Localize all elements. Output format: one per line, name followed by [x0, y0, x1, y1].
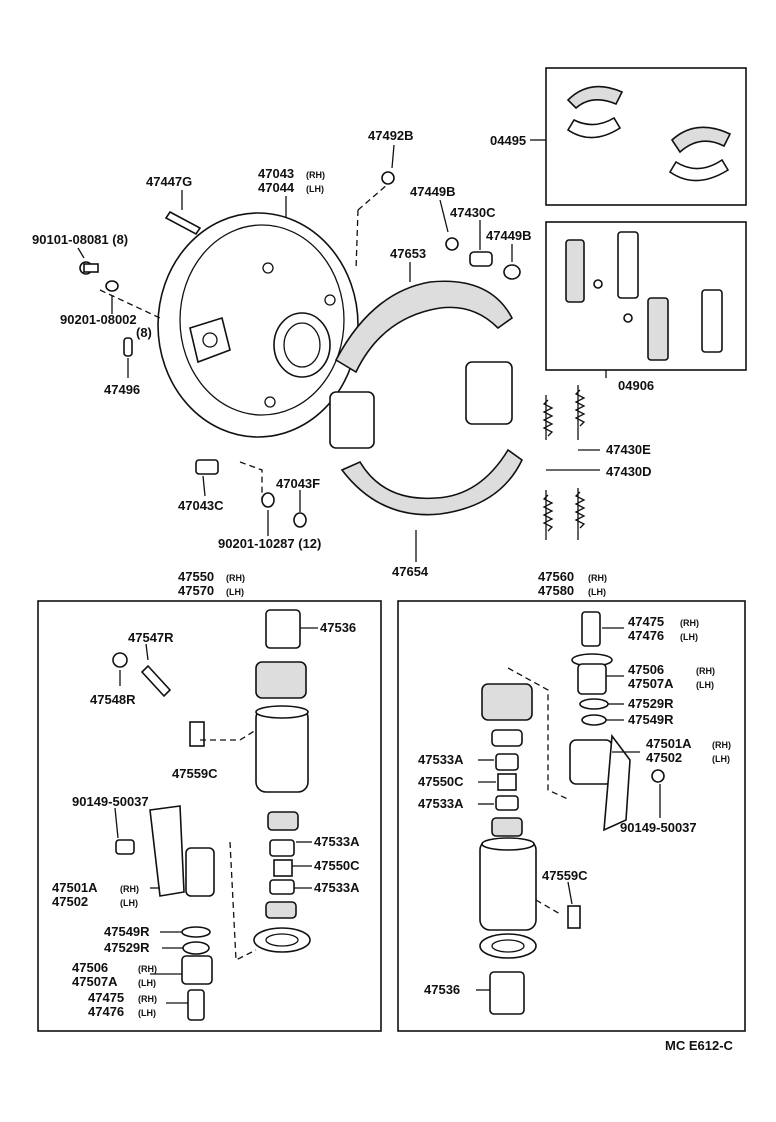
left-label-90149: 90149-50037 — [72, 794, 149, 809]
left-label-47548R: 47548R — [90, 692, 136, 707]
right-kit-header-1: 47560 — [538, 569, 574, 584]
label-04495: 04495 — [490, 133, 526, 148]
label-47043: 47043 — [258, 166, 294, 181]
label-47430D: 47430D — [606, 464, 652, 479]
left-kit — [37, 600, 382, 1032]
left-label-47476-tag: (LH) — [138, 1008, 156, 1018]
backing-plate — [157, 212, 359, 438]
upper-brake-shoe — [334, 280, 514, 374]
label-47653: 47653 — [390, 246, 426, 261]
top-leader-lines — [77, 144, 607, 562]
label-47044: 47044 — [258, 180, 295, 195]
left-label-47506-tag: (RH) — [138, 964, 157, 974]
right-label-47529R: 47529R — [628, 696, 674, 711]
label-47449B-a: 47449B — [410, 184, 456, 199]
left-label-47550C: 47550C — [314, 858, 360, 873]
left-label-47507A-tag: (LH) — [138, 978, 156, 988]
right-label-47476-tag: (LH) — [680, 632, 698, 642]
label-47496: 47496 — [104, 382, 140, 397]
left-label-47507A: 47507A — [72, 974, 118, 989]
right-kit-header-2-tag: (LH) — [588, 587, 606, 597]
label-04906: 04906 — [618, 378, 654, 393]
label-47043-tag: (RH) — [306, 170, 325, 180]
label-47043C: 47043C — [178, 498, 224, 513]
left-label-47536: 47536 — [320, 620, 356, 635]
label-47430C: 47430C — [450, 205, 496, 220]
left-kit-header-2: 47570 — [178, 583, 214, 598]
left-label-47533A-b: 47533A — [314, 880, 360, 895]
label-47492B: 47492B — [368, 128, 414, 143]
right-label-90149: 90149-50037 — [620, 820, 697, 835]
label-90201-b: 90201-10287 (12) — [218, 536, 321, 551]
lower-brake-shoe — [340, 448, 524, 516]
left-kit-header-1-tag: (RH) — [226, 573, 245, 583]
return-springs — [542, 385, 600, 540]
wheel-cylinder-left — [329, 391, 375, 449]
right-label-47475-tag: (RH) — [680, 618, 699, 628]
left-label-47501A: 47501A — [52, 880, 98, 895]
right-label-47533A-a: 47533A — [418, 752, 464, 767]
hardware-kit-box — [545, 221, 747, 371]
right-label-47475: 47475 — [628, 614, 664, 629]
left-label-47502: 47502 — [52, 894, 88, 909]
label-90201-a: 90201-08002 — [60, 312, 137, 327]
label-90201-a-qty: (8) — [136, 325, 152, 340]
right-label-47507A: 47507A — [628, 676, 674, 691]
top-small-hardware — [79, 171, 521, 528]
right-kit — [397, 600, 746, 1032]
left-label-47475: 47475 — [88, 990, 124, 1005]
right-label-47502: 47502 — [646, 750, 682, 765]
left-kit-header-1: 47550 — [178, 569, 214, 584]
right-label-47536: 47536 — [424, 982, 460, 997]
left-label-47475-tag: (RH) — [138, 994, 157, 1004]
left-label-47549R: 47549R — [104, 924, 150, 939]
left-label-47476: 47476 — [88, 1004, 124, 1019]
label-90101: 90101-08081 (8) — [32, 232, 128, 247]
left-label-47501A-tag: (RH) — [120, 884, 139, 894]
right-label-47501A: 47501A — [646, 736, 692, 751]
left-label-47559C: 47559C — [172, 766, 218, 781]
label-47654: 47654 — [392, 564, 429, 579]
right-label-47559C: 47559C — [542, 868, 588, 883]
wheel-cylinder-right — [465, 361, 513, 425]
left-label-47547R: 47547R — [128, 630, 174, 645]
label-47447G: 47447G — [146, 174, 192, 189]
right-label-47507A-tag: (LH) — [696, 680, 714, 690]
right-kit-header-1-tag: (RH) — [588, 573, 607, 583]
left-label-47533A-a: 47533A — [314, 834, 360, 849]
left-label-47502-tag: (LH) — [120, 898, 138, 908]
right-label-47501A-tag: (RH) — [712, 740, 731, 750]
left-label-47506: 47506 — [72, 960, 108, 975]
right-label-47549R: 47549R — [628, 712, 674, 727]
right-label-47506-tag: (RH) — [696, 666, 715, 676]
right-label-47533A-b: 47533A — [418, 796, 464, 811]
right-kit-header-2: 47580 — [538, 583, 574, 598]
right-label-47506: 47506 — [628, 662, 664, 677]
right-label-47476: 47476 — [628, 628, 664, 643]
left-kit-header-2-tag: (LH) — [226, 587, 244, 597]
label-47043F: 47043F — [276, 476, 320, 491]
diagram-code: MC E612-C — [665, 1038, 734, 1053]
left-label-47529R: 47529R — [104, 940, 150, 955]
label-47044-tag: (LH) — [306, 184, 324, 194]
shoe-kit-box — [530, 67, 747, 206]
right-label-47550C: 47550C — [418, 774, 464, 789]
label-47449B-b: 47449B — [486, 228, 532, 243]
label-47430E: 47430E — [606, 442, 651, 457]
right-label-47502-tag: (LH) — [712, 754, 730, 764]
